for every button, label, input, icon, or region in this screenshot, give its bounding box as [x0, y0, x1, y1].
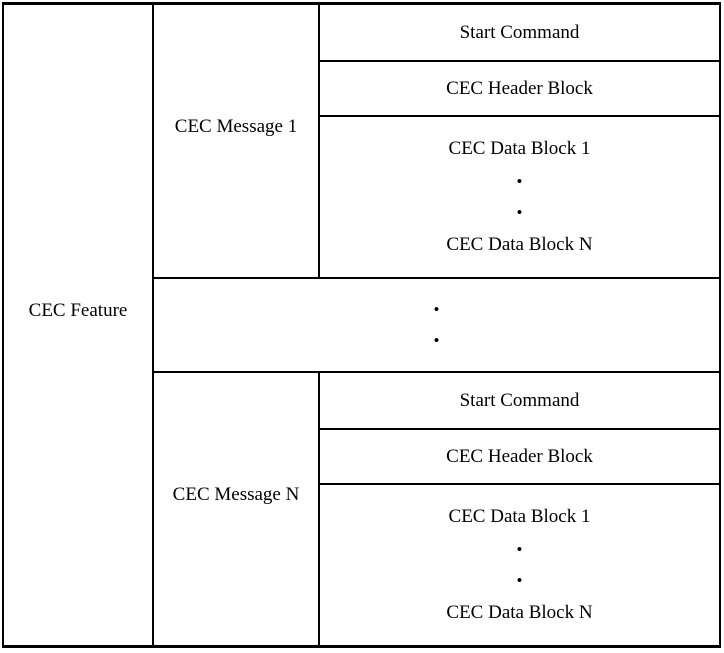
cec-feature-label: CEC Feature — [28, 300, 128, 321]
cec-data-blocks-cell: CEC Data Block 1 • • CEC Data Block N — [320, 485, 719, 645]
ellipsis-dot: • — [433, 300, 440, 319]
start-command-label: Start Command — [459, 389, 580, 411]
start-command-label: Start Command — [459, 21, 580, 43]
messages-ellipsis-section: • • — [154, 279, 719, 373]
cec-header-block-label: CEC Header Block — [446, 445, 593, 467]
start-command-cell: Start Command — [320, 5, 719, 62]
start-command-cell: Start Command — [320, 373, 719, 430]
messages-column-group: CEC Message 1 Start Command CEC Header B… — [154, 5, 719, 645]
cec-message-1-cell: CEC Message 1 — [154, 5, 320, 277]
ellipsis-dot: • — [516, 570, 523, 590]
cec-message-n-section: CEC Message N Start Command CEC Header B… — [154, 373, 719, 645]
cec-message-1-section: CEC Message 1 Start Command CEC Header B… — [154, 5, 719, 279]
cec-data-block-1-label: CEC Data Block 1 — [448, 506, 591, 528]
cec-message-n-label: CEC Message N — [172, 484, 300, 505]
cec-message-1-label: CEC Message 1 — [174, 116, 298, 137]
cec-message-1-detail: Start Command CEC Header Block CEC Data … — [320, 5, 719, 277]
cec-header-block-cell: CEC Header Block — [320, 430, 719, 485]
cec-message-n-cell: CEC Message N — [154, 373, 320, 645]
cec-header-block-cell: CEC Header Block — [320, 62, 719, 117]
cec-message-n-detail: Start Command CEC Header Block CEC Data … — [320, 373, 719, 645]
ellipsis-dot: • — [516, 172, 523, 192]
cec-data-blocks-cell: CEC Data Block 1 • • CEC Data Block N — [320, 117, 719, 277]
cec-data-block-1-label: CEC Data Block 1 — [448, 138, 591, 160]
ellipsis-dot: • — [433, 331, 440, 350]
ellipsis-dot: • — [516, 202, 523, 222]
ellipsis-dot: • — [516, 540, 523, 560]
cec-feature-cell: CEC Feature — [4, 5, 154, 645]
cec-data-block-n-label: CEC Data Block N — [446, 601, 593, 623]
cec-header-block-label: CEC Header Block — [446, 77, 593, 99]
cec-data-block-n-label: CEC Data Block N — [446, 233, 593, 255]
